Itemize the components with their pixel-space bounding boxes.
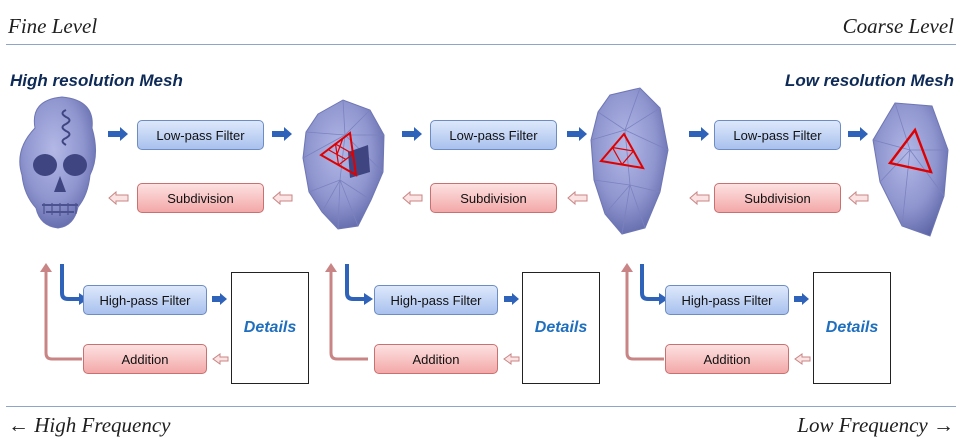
details-box-3: Details bbox=[813, 272, 891, 384]
subdivision-box-3: Subdivision bbox=[714, 183, 841, 213]
footer-divider bbox=[6, 406, 956, 407]
low-resolution-skull-mesh bbox=[590, 87, 669, 235]
addition-box-2: Addition bbox=[374, 344, 498, 374]
mid-resolution-skull-mesh bbox=[302, 99, 385, 230]
subdivision-box-2: Subdivision bbox=[430, 183, 557, 213]
coarse-level-label: Coarse Level bbox=[842, 14, 954, 38]
low-pass-flow-arrows bbox=[108, 127, 868, 141]
header-divider bbox=[6, 44, 956, 45]
high-pass-filter-box-3: High-pass Filter bbox=[665, 285, 789, 315]
addition-box-1: Addition bbox=[83, 344, 207, 374]
high-pass-filter-box-1: High-pass Filter bbox=[83, 285, 207, 315]
low-pass-filter-box-2: Low-pass Filter bbox=[430, 120, 557, 150]
low-pass-filter-box-1: Low-pass Filter bbox=[137, 120, 264, 150]
high-resolution-mesh-label: High resolution Mesh bbox=[10, 71, 183, 90]
subdivision-flow-arrows bbox=[108, 190, 869, 206]
addition-connectors bbox=[44, 270, 664, 361]
details-box-2: Details bbox=[522, 272, 600, 384]
high-pass-filter-box-2: High-pass Filter bbox=[374, 285, 498, 315]
from-details-arrows bbox=[212, 353, 811, 365]
low-frequency-label: Low Frequency → bbox=[797, 413, 954, 437]
low-pass-filter-box-3: Low-pass Filter bbox=[714, 120, 841, 150]
subdivision-box-1: Subdivision bbox=[137, 183, 264, 213]
high-frequency-label: ← High Frequency bbox=[8, 413, 171, 437]
to-details-arrows bbox=[212, 293, 809, 305]
low-resolution-mesh-label: Low resolution Mesh bbox=[784, 71, 954, 90]
fine-level-label: Fine Level bbox=[8, 14, 98, 38]
high-pass-connectors bbox=[60, 264, 660, 301]
coarse-mesh bbox=[872, 102, 949, 237]
high-resolution-skull-mesh bbox=[19, 96, 96, 229]
details-box-1: Details bbox=[231, 272, 309, 384]
addition-box-3: Addition bbox=[665, 344, 789, 374]
